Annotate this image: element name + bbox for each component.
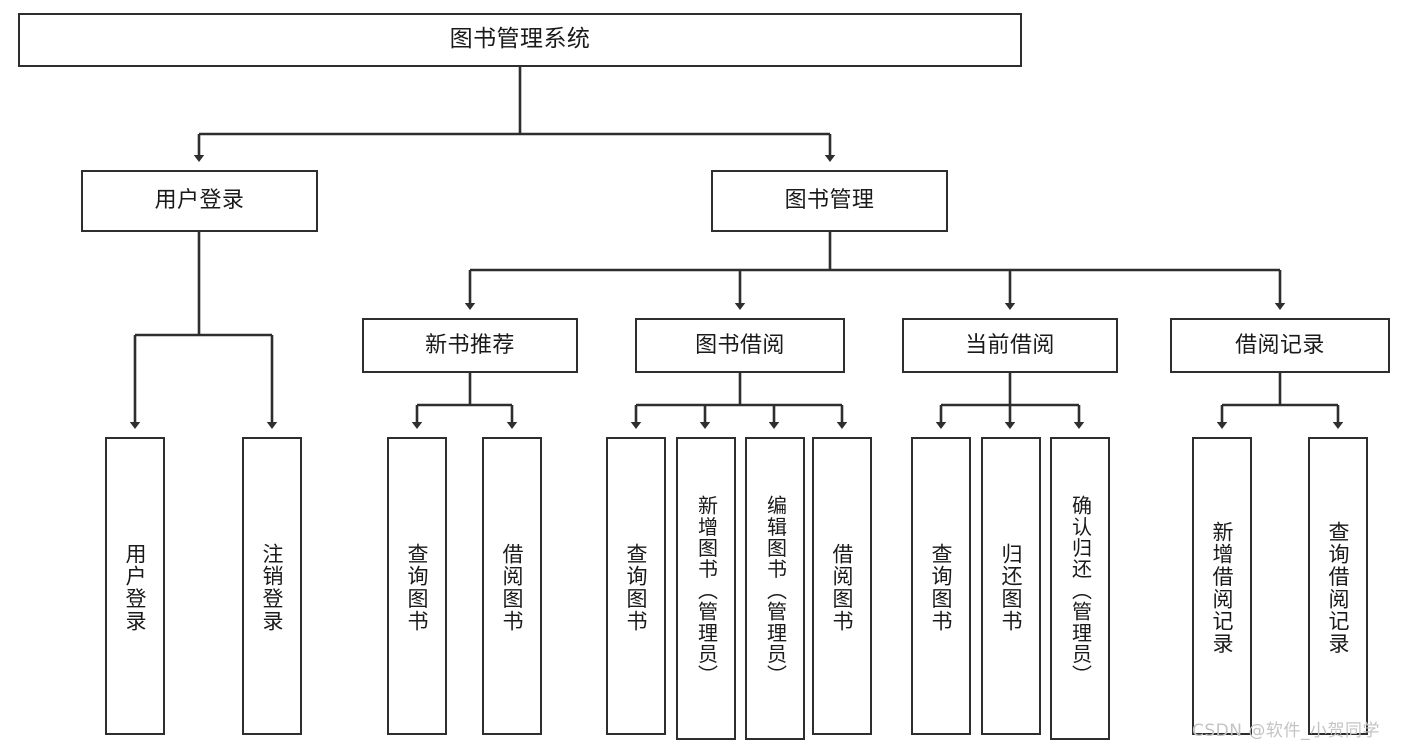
node-label: 新增图书（管理员） bbox=[694, 495, 719, 686]
node-label: 查询图书 bbox=[929, 543, 954, 633]
node-label: 用户登录 bbox=[154, 188, 245, 214]
node-borrow-record[interactable]: 借阅记录 bbox=[1170, 318, 1390, 373]
leaf-record-query-record[interactable]: 查询借阅记录 bbox=[1308, 437, 1368, 735]
node-label: 借阅图书 bbox=[500, 543, 525, 633]
node-current-borrow[interactable]: 当前借阅 bbox=[902, 318, 1118, 373]
node-book-management[interactable]: 图书管理 bbox=[711, 170, 948, 232]
leaf-borrow-edit-book-admin[interactable]: 编辑图书（管理员） bbox=[745, 437, 805, 740]
node-label: 编辑图书（管理员） bbox=[763, 495, 788, 686]
node-user-login[interactable]: 用户登录 bbox=[81, 170, 318, 232]
leaf-borrow-add-book-admin[interactable]: 新增图书（管理员） bbox=[676, 437, 736, 740]
leaf-borrow-borrow-book[interactable]: 借阅图书 bbox=[812, 437, 872, 735]
csdn-watermark: CSDN @软件_小贺同学 bbox=[1192, 721, 1381, 741]
node-label: 图书管理系统 bbox=[449, 26, 591, 53]
node-label: 借阅记录 bbox=[1235, 332, 1325, 358]
leaf-current-query-book[interactable]: 查询图书 bbox=[911, 437, 971, 735]
node-label: 查询图书 bbox=[405, 543, 430, 633]
node-label: 图书管理 bbox=[784, 188, 875, 214]
node-label: 查询借阅记录 bbox=[1326, 521, 1351, 655]
node-label: 查询图书 bbox=[624, 543, 649, 633]
leaf-current-return-book[interactable]: 归还图书 bbox=[981, 437, 1041, 735]
node-book-borrow[interactable]: 图书借阅 bbox=[635, 318, 845, 373]
leaf-new-book-query[interactable]: 查询图书 bbox=[387, 437, 447, 735]
leaf-current-confirm-return-admin[interactable]: 确认归还（管理员） bbox=[1050, 437, 1110, 740]
node-root-system[interactable]: 图书管理系统 bbox=[18, 13, 1022, 67]
node-label: 用户登录 bbox=[123, 543, 148, 633]
node-label: 当前借阅 bbox=[965, 332, 1055, 358]
node-label: 新书推荐 bbox=[425, 332, 515, 358]
leaf-borrow-query-book[interactable]: 查询图书 bbox=[606, 437, 666, 735]
leaf-record-add-record[interactable]: 新增借阅记录 bbox=[1192, 437, 1252, 735]
node-label: 图书借阅 bbox=[695, 332, 785, 358]
leaf-user-login-logout[interactable]: 注销登录 bbox=[242, 437, 302, 735]
node-label: 借阅图书 bbox=[830, 543, 855, 633]
leaf-new-book-borrow[interactable]: 借阅图书 bbox=[482, 437, 542, 735]
node-label: 新增借阅记录 bbox=[1210, 521, 1235, 655]
node-label: 注销登录 bbox=[260, 543, 285, 633]
node-label: 归还图书 bbox=[999, 543, 1024, 633]
node-new-book-recommend[interactable]: 新书推荐 bbox=[362, 318, 578, 373]
leaf-user-login-login[interactable]: 用户登录 bbox=[105, 437, 165, 735]
node-label: 确认归还（管理员） bbox=[1068, 495, 1093, 686]
